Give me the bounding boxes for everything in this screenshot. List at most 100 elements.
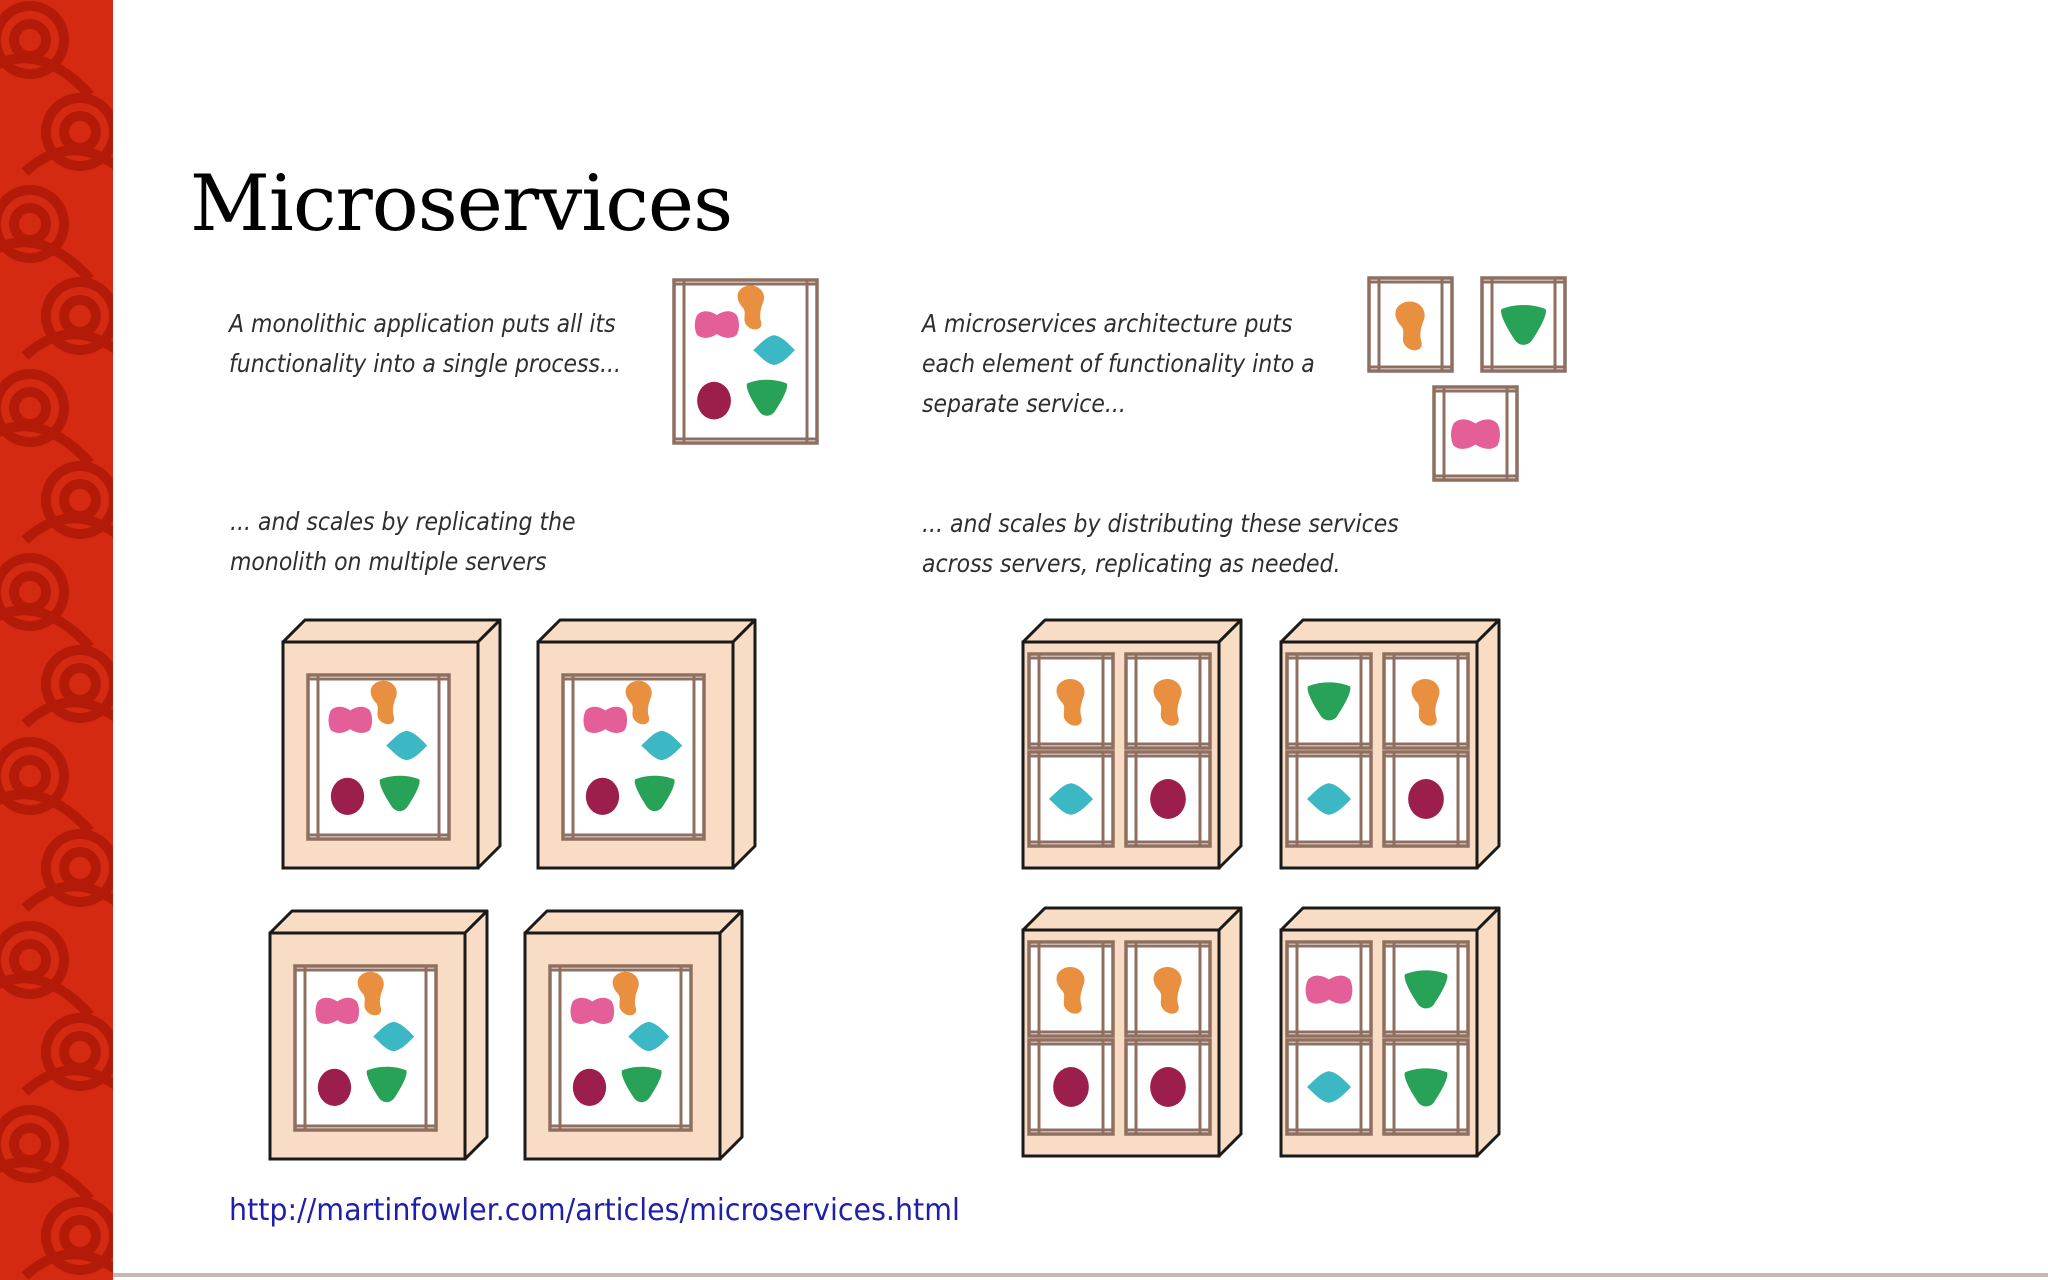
- server-side: [731, 618, 757, 870]
- service-box: [1027, 1038, 1115, 1136]
- green-shape: [634, 775, 675, 812]
- service-box: [1027, 652, 1115, 750]
- service-box: [1027, 940, 1115, 1038]
- green-shape: [746, 379, 788, 416]
- swirl-mark: [41, 93, 113, 171]
- pink-shape: [583, 706, 628, 733]
- green-shape: [1404, 1068, 1448, 1107]
- swirl-mark: [0, 973, 94, 1019]
- orange-blob: [1056, 679, 1085, 726]
- maroon-shape: [330, 777, 365, 815]
- swirl-mark: [0, 369, 69, 447]
- caption-line: A microservices architecture puts: [922, 309, 1293, 338]
- pink-shape: [694, 311, 739, 338]
- pink-blob: [315, 997, 360, 1024]
- swirl-mark: [0, 553, 69, 631]
- caption-line: separate service...: [922, 389, 1126, 418]
- teal-shape: [386, 730, 428, 761]
- pink-blob: [328, 706, 373, 733]
- service-box: [1285, 750, 1373, 848]
- orange-shape: [1056, 679, 1085, 726]
- swirl-mark: [41, 1197, 113, 1275]
- monolith-server: [536, 618, 757, 870]
- orange-shape: [625, 680, 652, 725]
- frame-outer: [1382, 750, 1470, 848]
- teal-diamond: [373, 1021, 415, 1052]
- pink-shape: [315, 997, 360, 1024]
- caption-line: functionality into a single process...: [229, 349, 621, 378]
- pink-blob: [1451, 419, 1500, 449]
- caption-line: across servers, replicating as needed.: [922, 549, 1341, 578]
- swirl-pattern: [0, 1, 113, 1280]
- orange-blob: [737, 285, 765, 330]
- swirl-mark: [41, 645, 113, 723]
- server-top: [281, 618, 502, 644]
- teal-diamond: [1048, 783, 1094, 815]
- swirl-mark: [0, 53, 94, 99]
- monolith-server: [268, 909, 489, 1161]
- server-top: [536, 618, 757, 644]
- green-shape: [621, 1066, 662, 1103]
- orange-shape: [370, 680, 397, 725]
- swirl-mark: [41, 461, 113, 539]
- swirl-mark: [0, 237, 94, 283]
- green-triangle: [1404, 970, 1448, 1009]
- caption-line: A monolithic application puts all its: [229, 309, 616, 338]
- server-top: [1279, 618, 1501, 644]
- green-shape: [1404, 970, 1448, 1009]
- server-side: [1475, 618, 1501, 870]
- pink-blob: [1305, 975, 1353, 1004]
- caption-line: each element of functionality into a: [922, 349, 1315, 378]
- swirl-mark: [21, 1065, 113, 1096]
- orange-shape: [612, 971, 639, 1016]
- source-link[interactable]: http://martinfowler.com/articles/microse…: [229, 1193, 960, 1228]
- pink-shape: [1451, 419, 1500, 449]
- swirl-mark: [41, 829, 113, 907]
- teal-shape: [1306, 783, 1352, 815]
- orange-blob: [625, 680, 652, 725]
- teal-diamond: [1306, 1071, 1352, 1103]
- green-triangle: [621, 1066, 662, 1103]
- monolith-process: [672, 278, 819, 445]
- orange-shape: [1153, 679, 1182, 726]
- swirl-mark: [21, 513, 113, 544]
- service-box: [1432, 385, 1519, 482]
- pink-blob: [583, 706, 628, 733]
- decorative-side-band: [0, 0, 113, 1280]
- monolith-server: [523, 909, 744, 1161]
- maroon-shape: [572, 1068, 607, 1106]
- server-top: [1279, 906, 1501, 932]
- pink-blob: [570, 997, 615, 1024]
- service-box: [1367, 276, 1454, 373]
- microservice-server: [1279, 618, 1501, 870]
- maroon-circle: [1053, 1067, 1089, 1107]
- monolith-scaling-caption: ... and scales by replicating the monoli…: [230, 502, 576, 582]
- orange-shape: [1411, 679, 1440, 726]
- server-top: [523, 909, 744, 935]
- swirl-mark: [41, 1013, 113, 1091]
- server-side: [476, 618, 502, 870]
- teal-diamond: [641, 730, 683, 761]
- caption-line: ... and scales by distributing these ser…: [922, 509, 1399, 538]
- swirl-mark: [0, 789, 94, 835]
- service-box: [1382, 652, 1470, 750]
- teal-shape: [641, 730, 683, 761]
- monolith-caption: A monolithic application puts all its fu…: [229, 304, 621, 384]
- swirl-mark: [0, 737, 69, 815]
- slide-title: Microservices: [190, 159, 733, 249]
- service-box: [1124, 750, 1212, 848]
- teal-shape: [373, 1021, 415, 1052]
- swirl-mark: [0, 421, 94, 467]
- swirl-mark: [0, 1157, 94, 1203]
- maroon-shape: [1150, 779, 1186, 819]
- teal-diamond: [1306, 783, 1352, 815]
- green-triangle: [746, 379, 788, 416]
- maroon-shape: [1408, 779, 1444, 819]
- monolith-process: [306, 673, 451, 841]
- orange-blob: [1395, 301, 1425, 351]
- service-box: [1285, 652, 1373, 750]
- swirl-mark: [0, 605, 94, 651]
- service-box: [1285, 940, 1373, 1038]
- teal-shape: [1306, 1071, 1352, 1103]
- green-shape: [1307, 682, 1351, 721]
